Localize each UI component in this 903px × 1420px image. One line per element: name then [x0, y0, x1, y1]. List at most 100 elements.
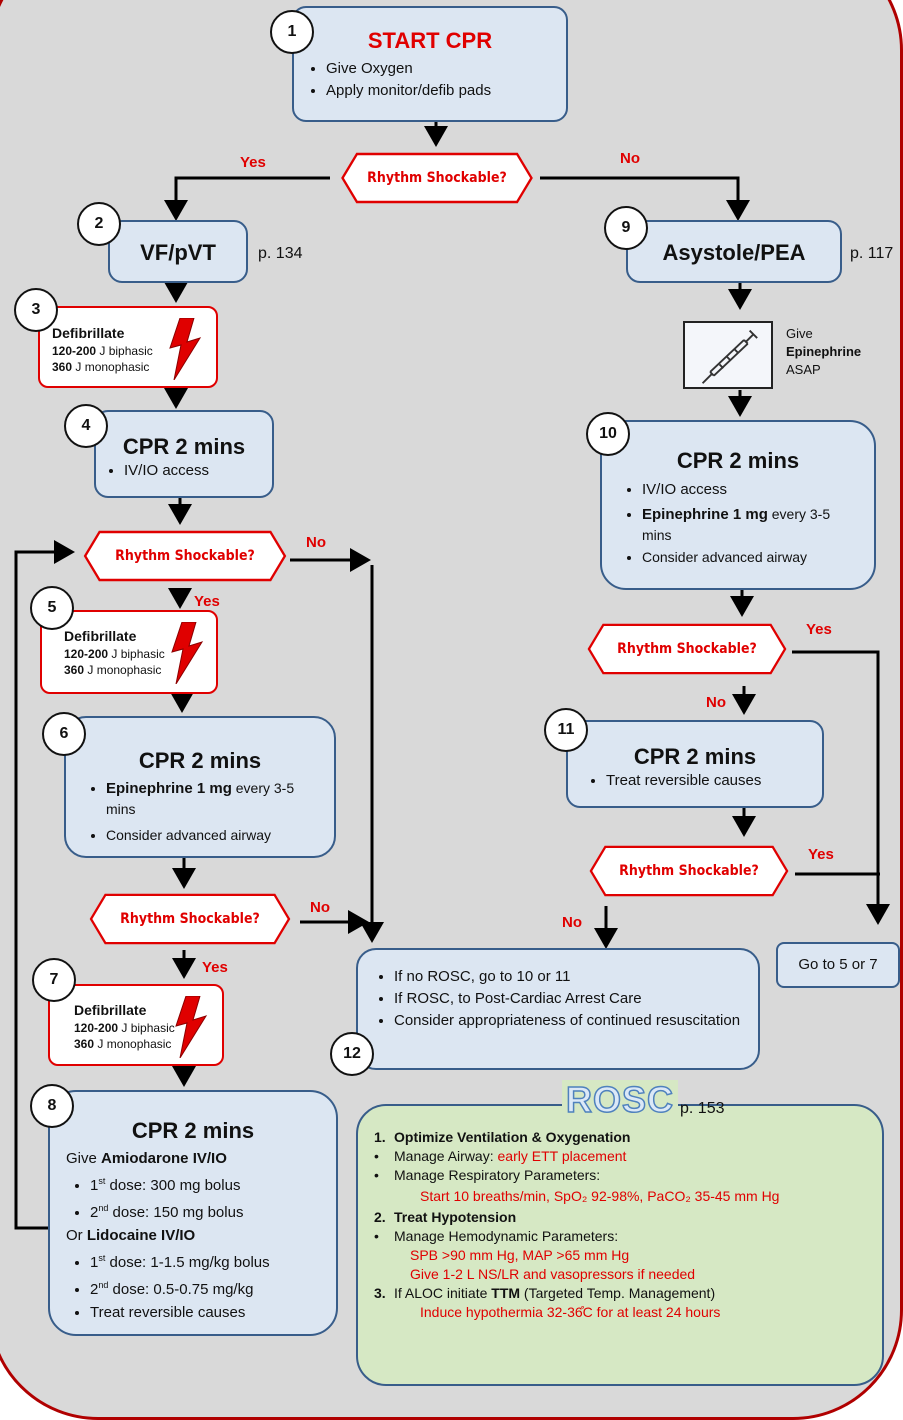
go-to-text: Go to 5 or 7: [798, 956, 878, 973]
give-oxygen-item: Give Oxygen: [326, 58, 566, 80]
decision-rhythm-shockable-2: Rhythm Shockable?: [83, 530, 287, 582]
epinephrine-item: Epinephrine 1 mg every 3-5 mins: [642, 504, 856, 545]
defibrillate-box-3: Defibrillate 120-200 J biphasic 360 J mo…: [38, 306, 218, 388]
rosc-heading-1: 1.Optimize Ventilation & Oxygenation: [374, 1129, 631, 1145]
iv-io-access-item: IV/IO access: [642, 480, 856, 500]
go-to-5-or-7-box: Go to 5 or 7: [776, 942, 900, 988]
rosc-fluids: Give 1-2 L NS/LR and vasopressors if nee…: [410, 1266, 696, 1282]
monophasic-energy: 360: [64, 663, 85, 677]
decision-label: Rhythm Shockable?: [619, 863, 759, 879]
amiodarone-line: Give Amiodarone IV/IO: [66, 1150, 227, 1167]
rosc-heading-2: 2.Treat Hypotension: [374, 1209, 517, 1225]
rosc-bp-targets: SPB >90 mm Hg, MAP >65 mm Hg: [410, 1247, 630, 1263]
biphasic-label: J biphasic: [96, 344, 153, 358]
no-label: No: [706, 694, 726, 711]
step-6-badge: 6: [42, 712, 86, 756]
biphasic-energy: 120-200: [52, 344, 97, 358]
asystole-pea-box: Asystole/PEA: [626, 220, 842, 283]
rosc-hemodynamic-item: •Manage Hemodynamic Parameters:: [374, 1228, 619, 1244]
step-1-badge: 1: [270, 10, 314, 54]
defibrillate-box-5: Defibrillate 120-200 J biphasic 360 J mo…: [40, 610, 218, 694]
amiodarone-label: Amiodarone IV/IO: [101, 1150, 227, 1167]
yes-label: Yes: [194, 593, 220, 610]
rosc-box: 1.Optimize Ventilation & Oxygenation •Ma…: [356, 1104, 884, 1386]
step-5-badge: 5: [30, 586, 74, 630]
step-10-badge: 10: [586, 412, 630, 456]
syringe-icon: [701, 329, 758, 384]
lightning-bolt-icon: [171, 622, 204, 684]
rosc-hypothermia: Induce hypothermia 32-36̊C for at least …: [420, 1304, 721, 1320]
decision-rhythm-shockable-5: Rhythm Shockable?: [589, 845, 789, 897]
asystole-page-ref: p. 117: [850, 245, 894, 262]
biphasic-energy: 120-200: [74, 1021, 119, 1035]
treat-reversible-causes-item: Treat reversible causes: [90, 1301, 336, 1324]
no-label: No: [620, 150, 640, 167]
cpr-title-8: CPR 2 mins: [131, 1118, 255, 1143]
step-3-badge: 3: [14, 288, 58, 332]
cpr-title-4: CPR 2 mins: [122, 434, 246, 459]
cpr-box-11: CPR 2 mins Treat reversible causes: [566, 720, 824, 808]
decision-label: Rhythm Shockable?: [120, 911, 260, 927]
flow-arrows: [14, 122, 890, 1230]
rosc-item: If ROSC, to Post-Cardiac Arrest Care: [394, 988, 742, 1010]
decision-label: Rhythm Shockable?: [115, 548, 255, 564]
rosc-heading-3: 3.If ALOC initiate TTM (Targeted Temp. M…: [374, 1285, 716, 1301]
step-8-badge: 8: [30, 1084, 74, 1128]
monophasic-energy: 360: [74, 1037, 95, 1051]
cpr-title-11: CPR 2 mins: [633, 744, 757, 769]
monophasic-label: J monophasic: [72, 360, 150, 374]
rosc-page-ref: p. 153: [680, 1100, 725, 1117]
apply-pads-item: Apply monitor/defib pads: [326, 80, 566, 102]
no-label: No: [310, 899, 330, 916]
decision-rhythm-shockable-3: Rhythm Shockable?: [89, 893, 291, 945]
no-label: No: [562, 914, 582, 931]
iv-io-access-item: IV/IO access: [124, 460, 272, 482]
epinephrine-dose: Epinephrine 1 mg: [642, 506, 768, 523]
cpr-box-10: CPR 2 mins IV/IO access Epinephrine 1 mg…: [600, 420, 876, 590]
defibrillate-heading: Defibrillate: [64, 628, 137, 644]
decision-rhythm-shockable-4: Rhythm Shockable?: [587, 623, 787, 675]
yes-label: Yes: [240, 154, 266, 171]
advanced-airway-item: Consider advanced airway: [106, 825, 314, 845]
rosc-airway-item: •Manage Airway: early ETT placement: [374, 1148, 627, 1164]
decision-label: Rhythm Shockable?: [367, 170, 507, 186]
step-12-badge: 12: [330, 1032, 374, 1076]
syringe-image-box: [683, 321, 773, 389]
lightning-bolt-icon: [169, 318, 202, 380]
biphasic-energy: 120-200: [64, 647, 109, 661]
outcome-box-12: If no ROSC, go to 10 or 11 If ROSC, to P…: [356, 948, 760, 1070]
no-label: No: [306, 534, 326, 551]
amiodarone-dose-1: 1st dose: 300 mg bolus: [90, 1170, 336, 1197]
step-7-badge: 7: [32, 958, 76, 1002]
rosc-respiratory-item: •Manage Respiratory Parameters:: [374, 1167, 601, 1183]
epinephrine-frequency: every 3-5 mins: [642, 506, 831, 543]
yes-label: Yes: [808, 846, 834, 863]
decision-rhythm-shockable-1: Rhythm Shockable?: [341, 152, 533, 204]
epinephrine-drug: Epinephrine: [786, 344, 862, 359]
defibrillate-box-7: Defibrillate 120-200 J biphasic 360 J mo…: [48, 984, 224, 1066]
biphasic-label: J biphasic: [108, 647, 165, 661]
rosc-respiratory-targets: Start 10 breaths/min, SpO₂ 92-98%, PaCO₂…: [420, 1188, 780, 1204]
cpr-title-10: CPR 2 mins: [676, 448, 800, 473]
advanced-airway-item: Consider advanced airway: [642, 547, 856, 567]
asystole-pea-title: Asystole/PEA: [662, 240, 806, 265]
monophasic-energy: 360: [52, 360, 73, 374]
vf-pvt-box: VF/pVT: [108, 220, 248, 283]
yes-label: Yes: [806, 621, 832, 638]
epinephrine-item: Epinephrine 1 mg every 3-5 mins: [106, 778, 314, 819]
start-cpr-box: START CPR Give Oxygen Apply monitor/defi…: [292, 6, 568, 122]
lidocaine-line: Or Lidocaine IV/IO: [66, 1227, 196, 1244]
epinephrine-asap-note: Give Epinephrine ASAP: [786, 326, 862, 377]
cpr-box-4: CPR 2 mins IV/IO access: [94, 410, 274, 498]
monophasic-label: J monophasic: [94, 1037, 172, 1051]
cpr-title-6: CPR 2 mins: [138, 748, 262, 773]
step-4-badge: 4: [64, 404, 108, 448]
step-2-badge: 2: [77, 202, 121, 246]
defibrillate-heading: Defibrillate: [74, 1002, 147, 1018]
monophasic-label: J monophasic: [84, 663, 162, 677]
lidocaine-label: Lidocaine IV/IO: [86, 1227, 196, 1244]
lidocaine-dose-2: 2nd dose: 0.5-0.75 mg/kg: [90, 1274, 336, 1301]
epinephrine-dose: Epinephrine 1 mg: [106, 780, 232, 797]
vf-pvt-page-ref: p. 134: [258, 245, 303, 262]
appropriateness-item: Consider appropriateness of continued re…: [394, 1010, 742, 1032]
